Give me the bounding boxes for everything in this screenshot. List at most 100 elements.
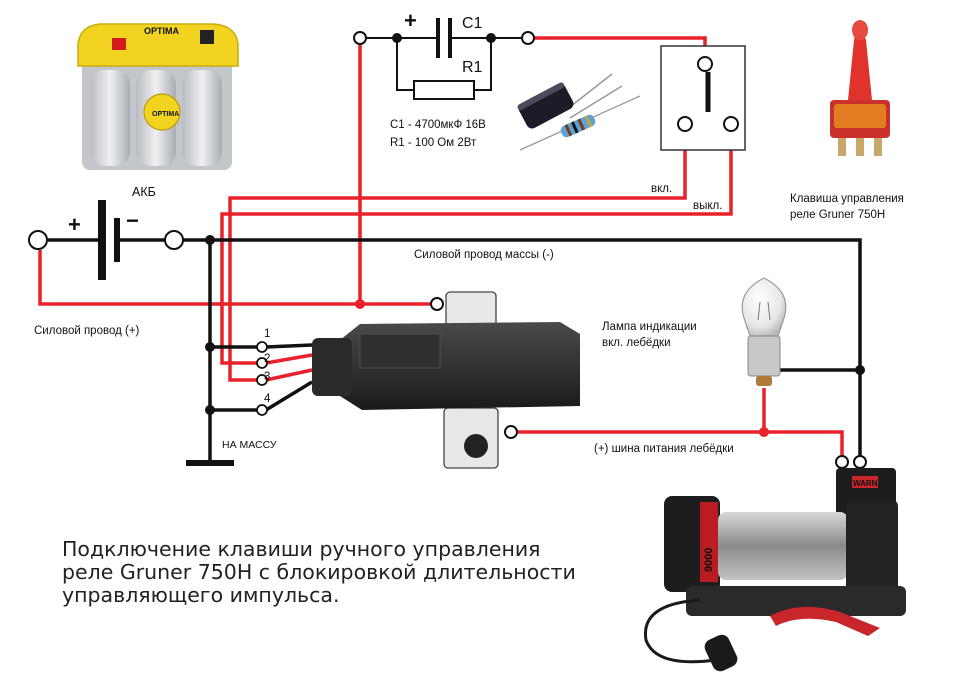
pin4-lead — [265, 380, 313, 412]
pin-number-3: 3 — [264, 371, 270, 383]
winch-ground-terminal — [853, 455, 867, 469]
resistor-body — [413, 80, 475, 100]
relay-connector — [312, 338, 352, 396]
toggle-lever — [848, 31, 872, 100]
winch-positive-terminal — [835, 455, 849, 469]
junction-node — [759, 427, 769, 437]
switch-off-label: выкл. — [693, 200, 722, 212]
battery-plus-sign: + — [68, 212, 81, 237]
pin1-lead — [265, 343, 313, 349]
relay-pin-terminals — [256, 341, 268, 416]
relay — [312, 291, 580, 469]
relay-pin-2 — [256, 357, 268, 369]
capacitor-plus-sign: + — [404, 8, 417, 33]
ground-wire-label: Силовой провод массы (-) — [414, 249, 554, 261]
winch-strap — [770, 606, 880, 636]
toggle-window — [834, 104, 886, 128]
switch-label-line1: Клавиша управления — [790, 193, 904, 205]
winch-drum — [718, 512, 848, 580]
battery-red-post — [112, 38, 126, 50]
ground-label: НА МАССУ — [222, 439, 277, 451]
capacitor-photo-highlight — [517, 82, 565, 111]
battery-cell — [182, 70, 222, 166]
switch-label-line2: реле Gruner 750H — [790, 209, 885, 221]
positive-wires — [38, 36, 844, 458]
resistor-spec: R1 - 100 Ом 2Вт — [390, 137, 477, 149]
lamp-filament-post — [767, 301, 771, 321]
rc-network: + C1 R1 — [353, 8, 535, 100]
relay-bolt — [464, 434, 488, 458]
positive-wire-label: Силовой провод (+) — [34, 325, 140, 337]
winch-motor-band — [700, 502, 718, 582]
relay-output-terminal — [504, 425, 518, 439]
battery-minus-sign: − — [126, 208, 139, 233]
toggle-pin — [874, 138, 882, 156]
winch-base — [686, 586, 906, 616]
capacitor-spec: C1 - 4700мкФ 16В — [390, 119, 486, 131]
winch-power-bus — [511, 430, 844, 458]
caption-line3: управляющего импульса. — [62, 583, 340, 607]
diagram-caption: Подключение клавиши ручного управления р… — [62, 538, 622, 607]
junction-node — [855, 365, 865, 375]
switch-on-wire — [228, 128, 687, 382]
battery-top — [77, 23, 239, 67]
junction-node — [355, 299, 365, 309]
pin-number-1: 1 — [264, 328, 270, 340]
junction-node — [205, 405, 215, 415]
switch-off-contact — [723, 116, 739, 132]
positive-power-wire — [38, 250, 437, 306]
capacitor-label: C1 — [462, 15, 483, 32]
indicator-lamp — [741, 277, 787, 386]
winch-model: 9000 — [703, 548, 715, 572]
junction-node — [205, 235, 215, 245]
resistor-band — [577, 118, 586, 131]
lamp-filament-post — [757, 301, 761, 321]
capacitor-lead — [565, 73, 613, 111]
winch-brand: WARN — [853, 479, 878, 488]
resistor-lead-right — [474, 38, 492, 91]
toggle-tip — [852, 20, 868, 40]
components-image — [517, 73, 641, 151]
rc-left-terminal — [353, 31, 367, 45]
battery-minus-terminal — [164, 230, 184, 250]
relay-pin-4 — [256, 404, 268, 416]
switch-symbol — [660, 45, 746, 151]
relay-pin-3 — [256, 374, 268, 386]
relay-input-terminal — [430, 297, 444, 311]
switch-on-contact — [677, 116, 693, 132]
battery-black-post — [200, 30, 214, 44]
relay-pin-1 — [256, 341, 268, 353]
ground-wires — [48, 238, 862, 462]
pin-number-2: 2 — [264, 353, 270, 365]
resistor-band — [584, 115, 593, 128]
pin-number-4: 4 — [264, 393, 271, 405]
lamp-base — [747, 335, 781, 377]
junction-node — [205, 342, 215, 352]
capacitor-lead — [569, 85, 623, 119]
battery-short-plate — [114, 218, 120, 262]
ground-symbol — [186, 460, 234, 466]
lamp-glass — [741, 277, 787, 337]
winch-logo — [852, 476, 878, 488]
battery-image: OPTIMA OPTIMA — [77, 23, 239, 170]
caption-line2: реле Gruner 750H с блокировкой длительно… — [62, 560, 576, 584]
resistor-band — [570, 121, 579, 134]
capacitor-plate-right — [448, 18, 452, 58]
resistor-lead-left — [396, 38, 414, 91]
lamp-label-line2: вкл. лебёдки — [602, 337, 671, 349]
junction-nodes — [205, 33, 865, 415]
battery-symbol: + − — [28, 200, 184, 280]
resistor-band — [564, 124, 573, 137]
positive-junction-nodes — [355, 299, 769, 437]
relay-label-plate — [359, 333, 441, 369]
battery-cell — [90, 70, 130, 166]
battery-long-plate — [98, 200, 106, 280]
winch-gearbox — [846, 500, 898, 600]
capacitor-photo — [518, 83, 574, 129]
battery-logo-text: OPTIMA — [152, 111, 179, 118]
pin2-lead — [265, 353, 313, 365]
pin3-lead — [265, 368, 313, 382]
battery-plus-terminal — [28, 230, 48, 250]
